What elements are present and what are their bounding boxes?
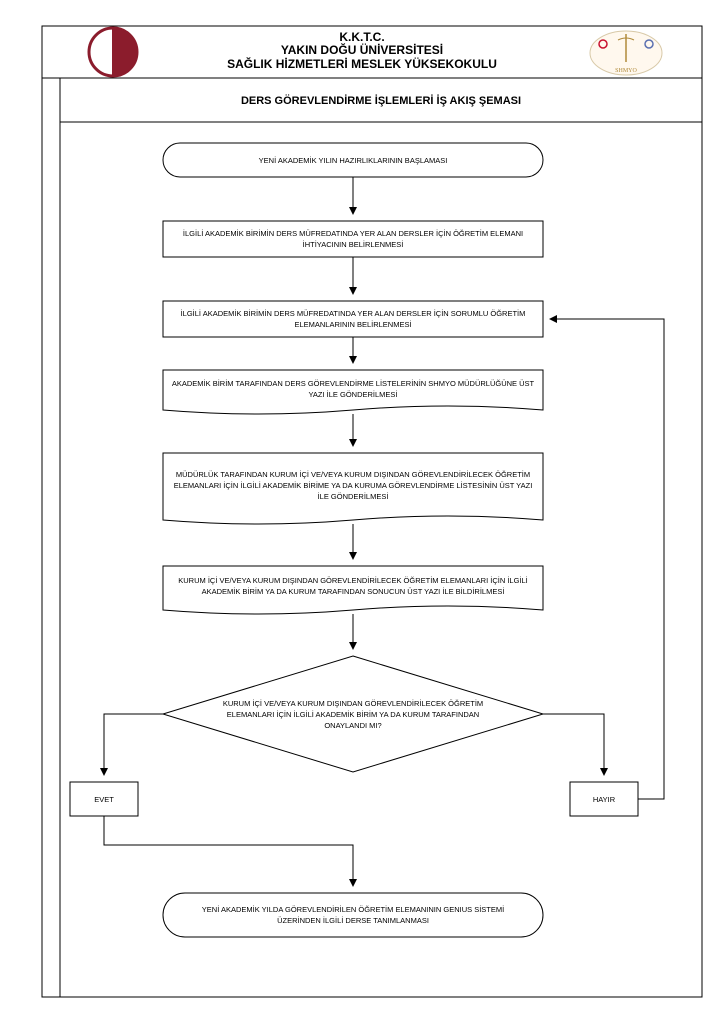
step5-document	[162, 565, 544, 615]
step2-label: İLGİLİ AKADEMİK BİRİMİN DERS MÜFREDATIND…	[168, 301, 538, 337]
shmyo-logo-text: SHMYO	[615, 68, 637, 74]
arrow-no-loopback	[549, 315, 665, 800]
header-school: SAĞLIK HİZMETLERİ MESLEK YÜKSEKOKULU	[227, 57, 497, 71]
end-label: YENİ AKADEMİK YILDA GÖREVLENDİRİLEN ÖĞRE…	[190, 893, 516, 937]
end-text: YENİ AKADEMİK YILDA GÖREVLENDİRİLEN ÖĞRE…	[201, 905, 505, 925]
page-title: DERS GÖREVLENDİRME İŞLEMLERİ İŞ AKIŞ ŞEM…	[240, 95, 522, 107]
page-frame	[41, 25, 703, 998]
step4-text: MÜDÜRLÜK TARAFINDAN KURUM İÇİ VE/VEYA KU…	[173, 469, 533, 501]
arrow-decision-no	[543, 713, 608, 776]
yes-label: EVET	[94, 794, 114, 804]
university-logo	[87, 26, 139, 78]
arrow-decision-yes	[100, 713, 163, 776]
step4-label: MÜDÜRLÜK TARAFINDAN KURUM İÇİ VE/VEYA KU…	[168, 456, 538, 514]
step2-text: İLGİLİ AKADEMİK BİRİMİN DERS MÜFREDATIND…	[180, 309, 526, 329]
decision-label: KURUM İÇİ VE/VEYA KURUM DIŞINDAN GÖREVLE…	[215, 690, 491, 738]
step3-label: AKADEMİK BİRİM TARAFINDAN DERS GÖREVLEND…	[168, 372, 538, 406]
step5-text: KURUM İÇİ VE/VEYA KURUM DIŞINDAN GÖREVLE…	[178, 576, 528, 596]
end-terminator	[162, 892, 544, 938]
arrow-yes-end	[103, 816, 357, 887]
step2-box	[162, 300, 544, 338]
header-country: K.K.T.C.	[339, 30, 385, 44]
step1-label: İLGİLİ AKADEMİK BİRİMİN DERS MÜFREDATIND…	[168, 221, 538, 257]
start-label: YENİ AKADEMİK YILIN HAZIRLIKLARININ BAŞL…	[175, 143, 531, 177]
step4-document	[162, 452, 544, 525]
shmyo-logo: SHMYO	[589, 30, 663, 76]
step5-label: KURUM İÇİ VE/VEYA KURUM DIŞINDAN GÖREVLE…	[168, 568, 538, 604]
no-label: HAYIR	[592, 794, 616, 804]
decision-text: KURUM İÇİ VE/VEYA KURUM DIŞINDAN GÖREVLE…	[222, 698, 484, 730]
step1-text: İLGİLİ AKADEMİK BİRİMİN DERS MÜFREDATIND…	[182, 229, 524, 249]
yes-box	[69, 781, 139, 817]
step3-text: AKADEMİK BİRİM TARAFINDAN DERS GÖREVLEND…	[171, 379, 535, 399]
start-text: YENİ AKADEMİK YILIN HAZIRLIKLARININ BAŞL…	[258, 155, 448, 165]
header-university: YAKIN DOĞU ÜNİVERSİTESİ	[280, 43, 444, 57]
step3-document	[162, 369, 544, 415]
decision-diamond	[161, 655, 545, 773]
